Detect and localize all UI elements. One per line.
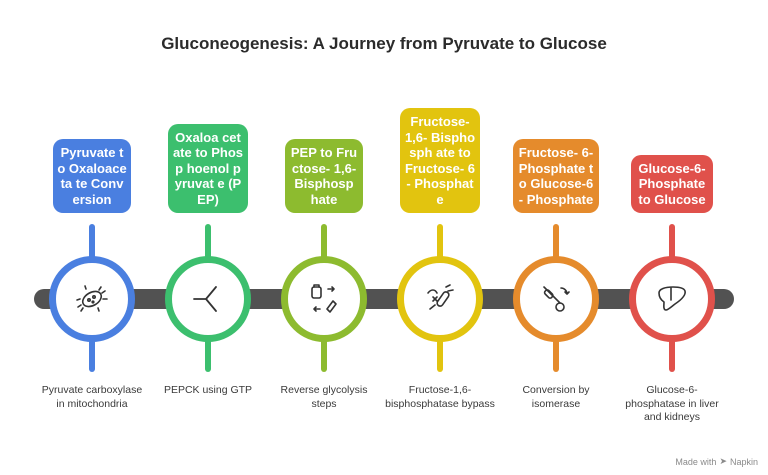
step-2-label-box: Oxaloa cetate to Phosp hoenol pyruvat e … bbox=[168, 123, 248, 213]
step-1-description: Pyruvate carboxylase in mitochondria bbox=[41, 384, 143, 410]
diagram-title: Gluconeogenesis: A Journey from Pyruvate… bbox=[161, 34, 607, 53]
step-3-circle bbox=[281, 256, 367, 342]
step-4-label-box: Fructose- 1,6- Bisphosph ate to Fructose… bbox=[400, 108, 480, 213]
step-6-description: Glucose-6-phosphatase in liver and kidne… bbox=[625, 384, 719, 423]
step-4-description: Fructose-1,6-bisphosphatase bypass bbox=[385, 384, 495, 410]
step-6: Glucose-6- Phosphate to Glucose Glucose-… bbox=[614, 0, 730, 475]
step-5: Fructose- 6- Phosphate to Glucose-6- Pho… bbox=[498, 0, 614, 475]
step-1-circle bbox=[49, 256, 135, 342]
step-1-label: Pyruvate to Oxaloaceta te Conversion bbox=[57, 145, 127, 207]
step-5-circle bbox=[513, 256, 599, 342]
step-3: PEP to Fructose- 1,6- Bisphosp hate Reve… bbox=[266, 0, 382, 475]
footer-credit: Made with ➤ Napkin bbox=[675, 456, 758, 467]
step-2-circle bbox=[165, 256, 251, 342]
step-4: Fructose- 1,6- Bisphosph ate to Fructose… bbox=[382, 0, 498, 475]
step-1-label-box: Pyruvate to Oxaloaceta te Conversion bbox=[53, 139, 131, 213]
branch-icon bbox=[193, 286, 217, 312]
reverse-cycle-icon bbox=[311, 284, 337, 313]
step-5-description: Conversion by isomerase bbox=[522, 384, 590, 410]
step-5-label: Fructose- 6- Phosphate to Glucose-6- Pho… bbox=[518, 145, 594, 207]
liver-icon bbox=[658, 286, 686, 311]
step-5-label-box: Fructose- 6- Phosphate to Glucose-6- Pho… bbox=[513, 139, 599, 213]
bypass-icon bbox=[427, 284, 454, 310]
step-2-label: Oxaloa cetate to Phosp hoenol pyruvat e … bbox=[172, 129, 244, 207]
step-3-description: Reverse glycolysis steps bbox=[280, 384, 368, 410]
step-3-label-box: PEP to Fructose- 1,6- Bisphosp hate bbox=[285, 139, 363, 213]
step-1: Pyruvate to Oxaloaceta te Conversion Pyr… bbox=[34, 0, 150, 475]
footer-made-with: Made with bbox=[675, 456, 717, 467]
step-4-circle bbox=[397, 256, 483, 342]
footer-brand: Napkin bbox=[729, 456, 758, 467]
step-2-description: PEPCK using GTP bbox=[163, 384, 253, 396]
isomerase-icon bbox=[543, 286, 570, 312]
step-3-label: PEP to Fructose- 1,6- Bisphosp hate bbox=[290, 145, 358, 207]
step-2: Oxaloa cetate to Phosp hoenol pyruvat e … bbox=[150, 0, 266, 475]
step-6-label: Glucose-6- Phosphate to Glucose bbox=[638, 160, 706, 207]
step-4-label: Fructose- 1,6- Bisphosph ate to Fructose… bbox=[404, 114, 476, 207]
bacteria-icon bbox=[76, 285, 108, 312]
napkin-logo-icon: ➤ bbox=[719, 456, 727, 466]
step-6-label-box: Glucose-6- Phosphate to Glucose bbox=[631, 154, 713, 213]
step-6-circle bbox=[629, 256, 715, 342]
